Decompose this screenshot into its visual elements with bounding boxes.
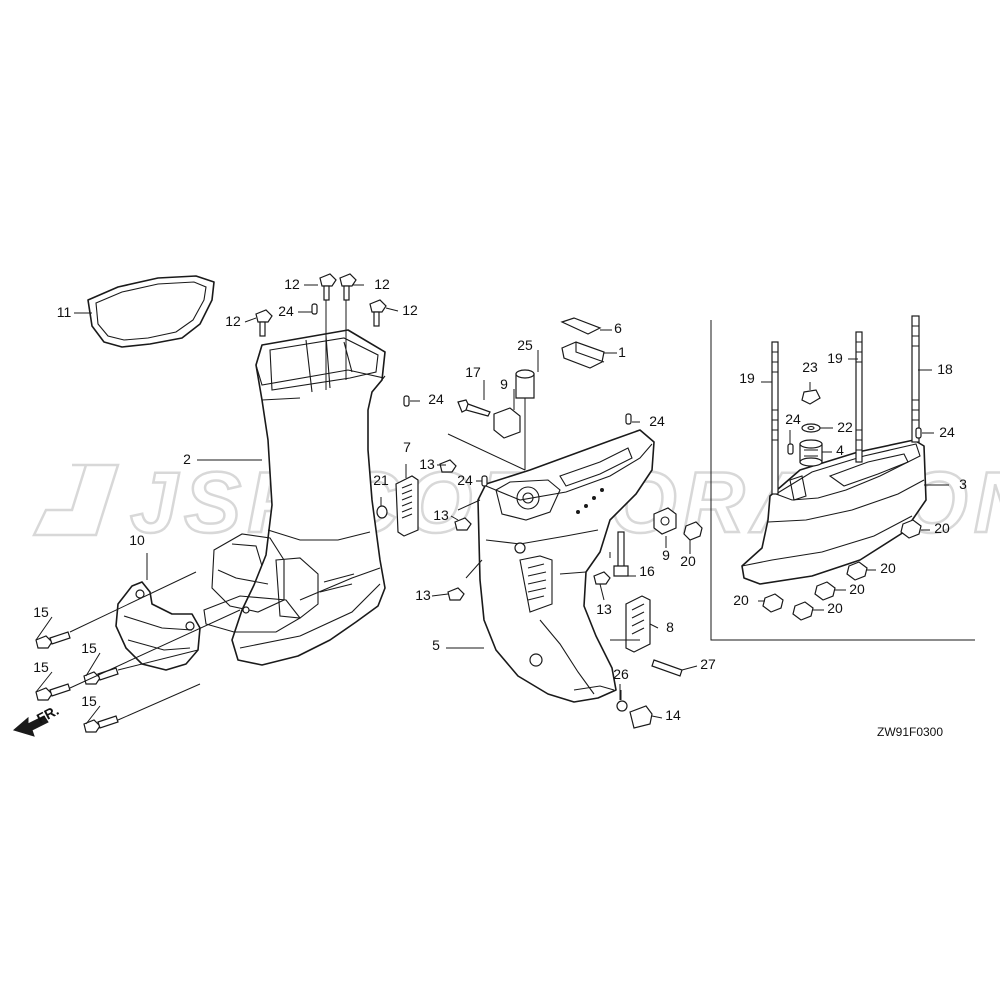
- damper-hardware: [787, 389, 922, 467]
- callout-12: 12: [374, 276, 390, 292]
- callout-27: 27: [700, 656, 716, 672]
- callout-8: 8: [666, 619, 674, 635]
- leader-lines: [35, 284, 949, 725]
- callout-26: 26: [613, 666, 629, 682]
- callout-20: 20: [827, 600, 843, 616]
- seal-ring-part: [87, 275, 215, 348]
- callout-17: 17: [465, 364, 481, 380]
- callout-15: 15: [33, 604, 49, 620]
- gear-case-part: [477, 429, 655, 703]
- callout-15: 15: [33, 659, 49, 675]
- callout-13: 13: [596, 601, 612, 617]
- callout-20: 20: [680, 553, 696, 569]
- stud-bolts: [771, 315, 920, 495]
- callout-24: 24: [649, 413, 665, 429]
- callout-9: 9: [662, 547, 670, 563]
- callout-9: 9: [500, 376, 508, 392]
- callout-19: 19: [739, 370, 755, 386]
- callout-24: 24: [457, 472, 473, 488]
- callout-13: 13: [419, 456, 435, 472]
- callout-20: 20: [733, 592, 749, 608]
- callout-16: 16: [639, 563, 655, 579]
- callout-24: 24: [785, 411, 801, 427]
- callout-22: 22: [837, 419, 853, 435]
- callout-24: 24: [939, 424, 955, 440]
- callout-6: 6: [614, 320, 622, 336]
- callout-1: 1: [618, 344, 626, 360]
- lower-case-part: [741, 439, 927, 585]
- callout-7: 7: [403, 439, 411, 455]
- callout-11: 11: [57, 304, 72, 320]
- group-separator-line: [710, 320, 975, 641]
- callout-13: 13: [433, 507, 449, 523]
- callout-24: 24: [278, 303, 294, 319]
- callout-5: 5: [432, 637, 440, 653]
- callout-21: 21: [373, 472, 389, 488]
- extension-case-part: [203, 329, 386, 666]
- callout-15: 15: [81, 693, 97, 709]
- callout-3: 3: [959, 476, 967, 492]
- callout-20: 20: [880, 560, 896, 576]
- callout-12: 12: [402, 302, 418, 318]
- callout-24: 24: [428, 391, 444, 407]
- callout-12: 12: [225, 313, 241, 329]
- top-bolts: [255, 273, 387, 337]
- bolts-15: [35, 631, 119, 733]
- callout-14: 14: [665, 707, 681, 723]
- diagram-code: ZW91F0300: [877, 725, 943, 739]
- callout-18: 18: [937, 361, 953, 377]
- callout-20: 20: [934, 520, 950, 536]
- callout-20: 20: [849, 581, 865, 597]
- callout-12: 12: [284, 276, 300, 292]
- water-pipe-part: [115, 581, 201, 671]
- callout-10: 10: [129, 532, 145, 548]
- callout-13: 13: [415, 587, 431, 603]
- callout-4: 4: [836, 442, 844, 458]
- callout-2: 2: [183, 451, 191, 467]
- front-direction-arrow: FR.: [12, 702, 61, 737]
- center-hardware: [311, 303, 703, 729]
- callout-23: 23: [802, 359, 818, 375]
- callout-25: 25: [517, 337, 533, 353]
- callout-19: 19: [827, 350, 843, 366]
- nuts-right-group: [762, 519, 922, 621]
- callout-15: 15: [81, 640, 97, 656]
